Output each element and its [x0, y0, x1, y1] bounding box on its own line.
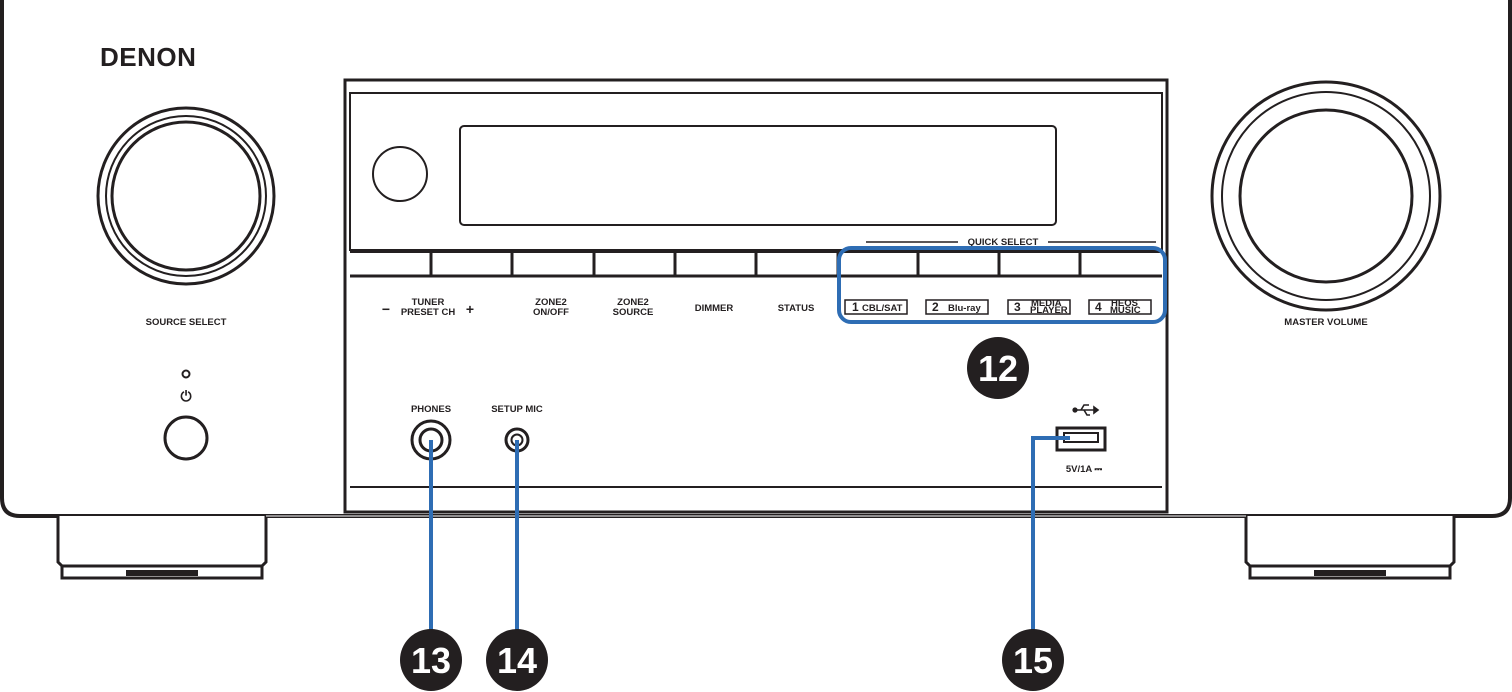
quick-select-4-label: 4 HEOS MUSIC	[1088, 298, 1152, 316]
display-screen	[459, 125, 1057, 226]
svg-text:4: 4	[1095, 300, 1102, 314]
tuner-plus-label: +	[466, 301, 474, 317]
setup-mic-label: SETUP MIC	[491, 404, 543, 415]
svg-text:15: 15	[1013, 640, 1053, 681]
svg-text:2: 2	[932, 300, 939, 314]
svg-text:14: 14	[497, 640, 537, 681]
svg-text:1: 1	[852, 300, 859, 314]
zone2-onoff-label-line2: ON/OFF	[533, 307, 569, 318]
brand-logo: DENON	[100, 42, 196, 72]
svg-text:12: 12	[978, 348, 1018, 389]
usb-rating-label: 5V/1A ⎓	[1066, 464, 1103, 475]
svg-text:CBL/SAT: CBL/SAT	[862, 303, 903, 314]
zone2-source-label-line1: ZONE2	[617, 297, 649, 308]
callout-15-badge: 15	[1002, 629, 1064, 691]
svg-text:13: 13	[411, 640, 451, 681]
callout-14-badge: 14	[486, 629, 548, 691]
svg-text:MUSIC: MUSIC	[1110, 305, 1141, 316]
source-select-knob[interactable]	[96, 106, 276, 286]
zone2-onoff-label-line1: ZONE2	[535, 297, 567, 308]
quick-select-2-label: 2 Blu-ray	[925, 299, 989, 315]
zone2-source-label-line2: SOURCE	[613, 307, 654, 318]
remote-sensor	[372, 146, 428, 202]
phones-label: PHONES	[411, 404, 451, 415]
power-button[interactable]	[163, 415, 209, 461]
foot-right	[1244, 516, 1456, 580]
callout-15-line	[1031, 436, 1070, 636]
quick-select-1-label: 1 CBL/SAT	[844, 299, 908, 315]
power-icon: ⏻	[180, 389, 191, 405]
tuner-label-line1: TUNER	[412, 297, 445, 308]
svg-text:PLAYER: PLAYER	[1030, 305, 1068, 316]
svg-text:Blu-ray: Blu-ray	[948, 303, 981, 314]
source-select-label: SOURCE SELECT	[146, 317, 227, 328]
tuner-label-line2: PRESET CH	[401, 307, 456, 318]
svg-text:HEOS: HEOS	[1111, 298, 1138, 309]
quick-select-title: QUICK SELECT	[968, 237, 1039, 248]
tuner-minus-label: −	[382, 301, 390, 317]
master-volume-knob[interactable]	[1210, 80, 1442, 312]
callout-12-badge: 12	[967, 337, 1029, 399]
quick-select-3-label: 3 MEDIA PLAYER	[1007, 298, 1071, 316]
status-label: STATUS	[778, 303, 815, 314]
dimmer-label: DIMMER	[695, 303, 734, 314]
svg-text:3: 3	[1014, 300, 1021, 314]
master-volume-label: MASTER VOLUME	[1284, 317, 1367, 328]
callout-13-badge: 13	[400, 629, 462, 691]
usb-icon	[1072, 404, 1100, 416]
power-indicator-led	[181, 369, 191, 379]
foot-left	[56, 516, 268, 580]
callout-12-highlight	[837, 246, 1167, 324]
svg-text:MEDIA: MEDIA	[1031, 298, 1062, 309]
